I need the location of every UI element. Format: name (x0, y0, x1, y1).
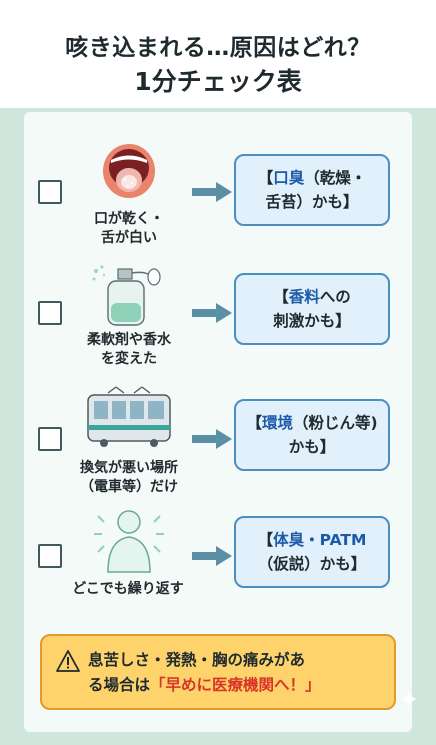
warning-text: 息苦しさ・発熱・胸の痛みがあ る場合は「早めに医療機関へ！」 (88, 648, 388, 698)
checkbox[interactable] (38, 301, 62, 325)
result-line: 【口臭（乾燥・ (236, 166, 388, 190)
caption-line: 舌が白い (101, 230, 157, 246)
checklist-panel: 口が乾く・ 舌が白い 【口臭（乾燥・ 舌苔）かも】 (24, 112, 412, 732)
person-silhouette-icon (94, 510, 164, 573)
checkbox[interactable] (38, 427, 62, 451)
caption-line: どこでも繰り返す (72, 581, 184, 597)
checklist-row-ventilation: 換気が悪い場所 （電車等）だけ 【環境（粉じん等) かも】 (24, 377, 412, 497)
row-caption: 換気が悪い場所 （電車等）だけ (68, 459, 190, 497)
result-line: 舌苔）かも】 (265, 193, 359, 211)
warning-line: 息苦しさ・発熱・胸の痛みがあ (88, 651, 306, 669)
result-line: 刺激かも】 (273, 312, 351, 330)
result-line: 【香料への (236, 285, 388, 309)
result-highlight: 香料 (288, 288, 320, 306)
row-caption: 口が乾く・ 舌が白い (68, 210, 190, 248)
warning-text-emphasis: 「早めに医療機関へ！」 (150, 676, 321, 694)
result-box: 【環境（粉じん等) かも】 (234, 399, 390, 471)
result-highlight: 環境 (261, 414, 293, 432)
caption-line: （電車等）だけ (80, 479, 178, 495)
caption-line: 換気が悪い場所 (80, 460, 178, 476)
result-bracket: 【 (273, 288, 289, 306)
result-bracket: 【 (257, 169, 274, 187)
warning-triangle-icon (56, 650, 80, 672)
checklist-row-everywhere: どこでも繰り返す 【体臭・PATM （仮説）かも】 (24, 504, 412, 624)
result-line: かも】 (288, 438, 336, 456)
result-text: への (319, 288, 351, 306)
result-line: （仮説）かも】 (257, 555, 367, 573)
checkbox[interactable] (38, 180, 62, 204)
result-text: （乾燥・ (304, 169, 367, 187)
caption-line: 柔軟剤や香水 (87, 332, 171, 348)
result-box: 【香料への 刺激かも】 (234, 273, 390, 345)
caption-line: 口が乾く・ (94, 211, 164, 227)
page-subtitle: 1分チェック表 (134, 67, 302, 96)
result-box: 【口臭（乾燥・ 舌苔）かも】 (234, 154, 390, 226)
sparkle-icon (400, 690, 418, 708)
perfume-bottle-icon (92, 265, 161, 326)
result-bracket: 【 (257, 531, 274, 549)
checklist-row-fragrance: 柔軟剤や香水 を変えた 【香料への 刺激かも】 (24, 255, 412, 375)
warning-line: る場合は「早めに医療機関へ！」 (88, 673, 388, 698)
row-caption: どこでも繰り返す (58, 580, 198, 599)
right-arrow-icon (192, 429, 232, 449)
checkbox[interactable] (38, 544, 62, 568)
caption-line: を変えた (101, 351, 157, 367)
result-box: 【体臭・PATM （仮説）かも】 (234, 516, 390, 588)
page-title: 咳き込まれる…原因はどれ？ (65, 35, 371, 61)
right-arrow-icon (192, 546, 232, 566)
result-highlight: 体臭・PATM (273, 531, 367, 549)
train-icon (87, 386, 171, 447)
result-highlight: 口臭 (273, 169, 305, 187)
header: 咳き込まれる…原因はどれ？ 1分チェック表 (0, 0, 436, 108)
checklist-row-dry-mouth: 口が乾く・ 舌が白い 【口臭（乾燥・ 舌苔）かも】 (24, 130, 412, 250)
warning-text-plain: る場合は (88, 676, 151, 694)
right-arrow-icon (192, 303, 232, 323)
warning-box: 息苦しさ・発熱・胸の痛みがあ る場合は「早めに医療機関へ！」 (40, 634, 396, 710)
open-mouth-icon (103, 144, 155, 198)
result-line: 【体臭・PATM (236, 528, 388, 552)
result-bracket: 【 (246, 414, 262, 432)
row-caption: 柔軟剤や香水 を変えた (68, 331, 190, 369)
right-arrow-icon (192, 182, 232, 202)
result-text: （粉じん等) (292, 414, 378, 432)
result-line: 【環境（粉じん等) (236, 411, 388, 435)
